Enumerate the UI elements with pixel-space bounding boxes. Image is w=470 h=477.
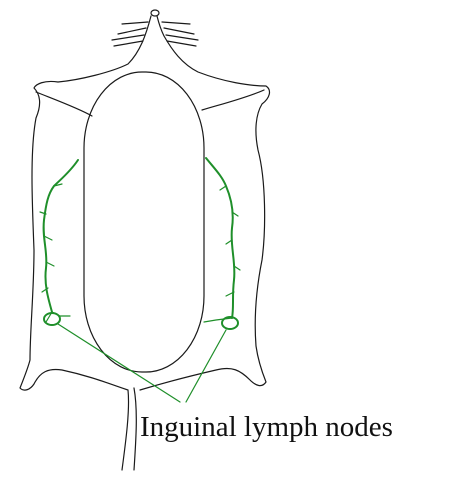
pointer-line-right — [186, 330, 226, 402]
lymph-vessel-right — [204, 158, 240, 322]
left-shoulder-fold — [36, 92, 92, 116]
right-shoulder-fold — [202, 90, 264, 110]
whiskers — [112, 22, 198, 46]
nose-shape — [151, 10, 159, 16]
pointer-line-left — [58, 324, 180, 402]
inguinal-lymph-nodes-label: Inguinal lymph nodes — [140, 411, 393, 443]
lymph-vessel-left — [40, 160, 78, 322]
lymph-node-left — [44, 313, 60, 325]
abdominal-incision-oval — [84, 72, 204, 372]
